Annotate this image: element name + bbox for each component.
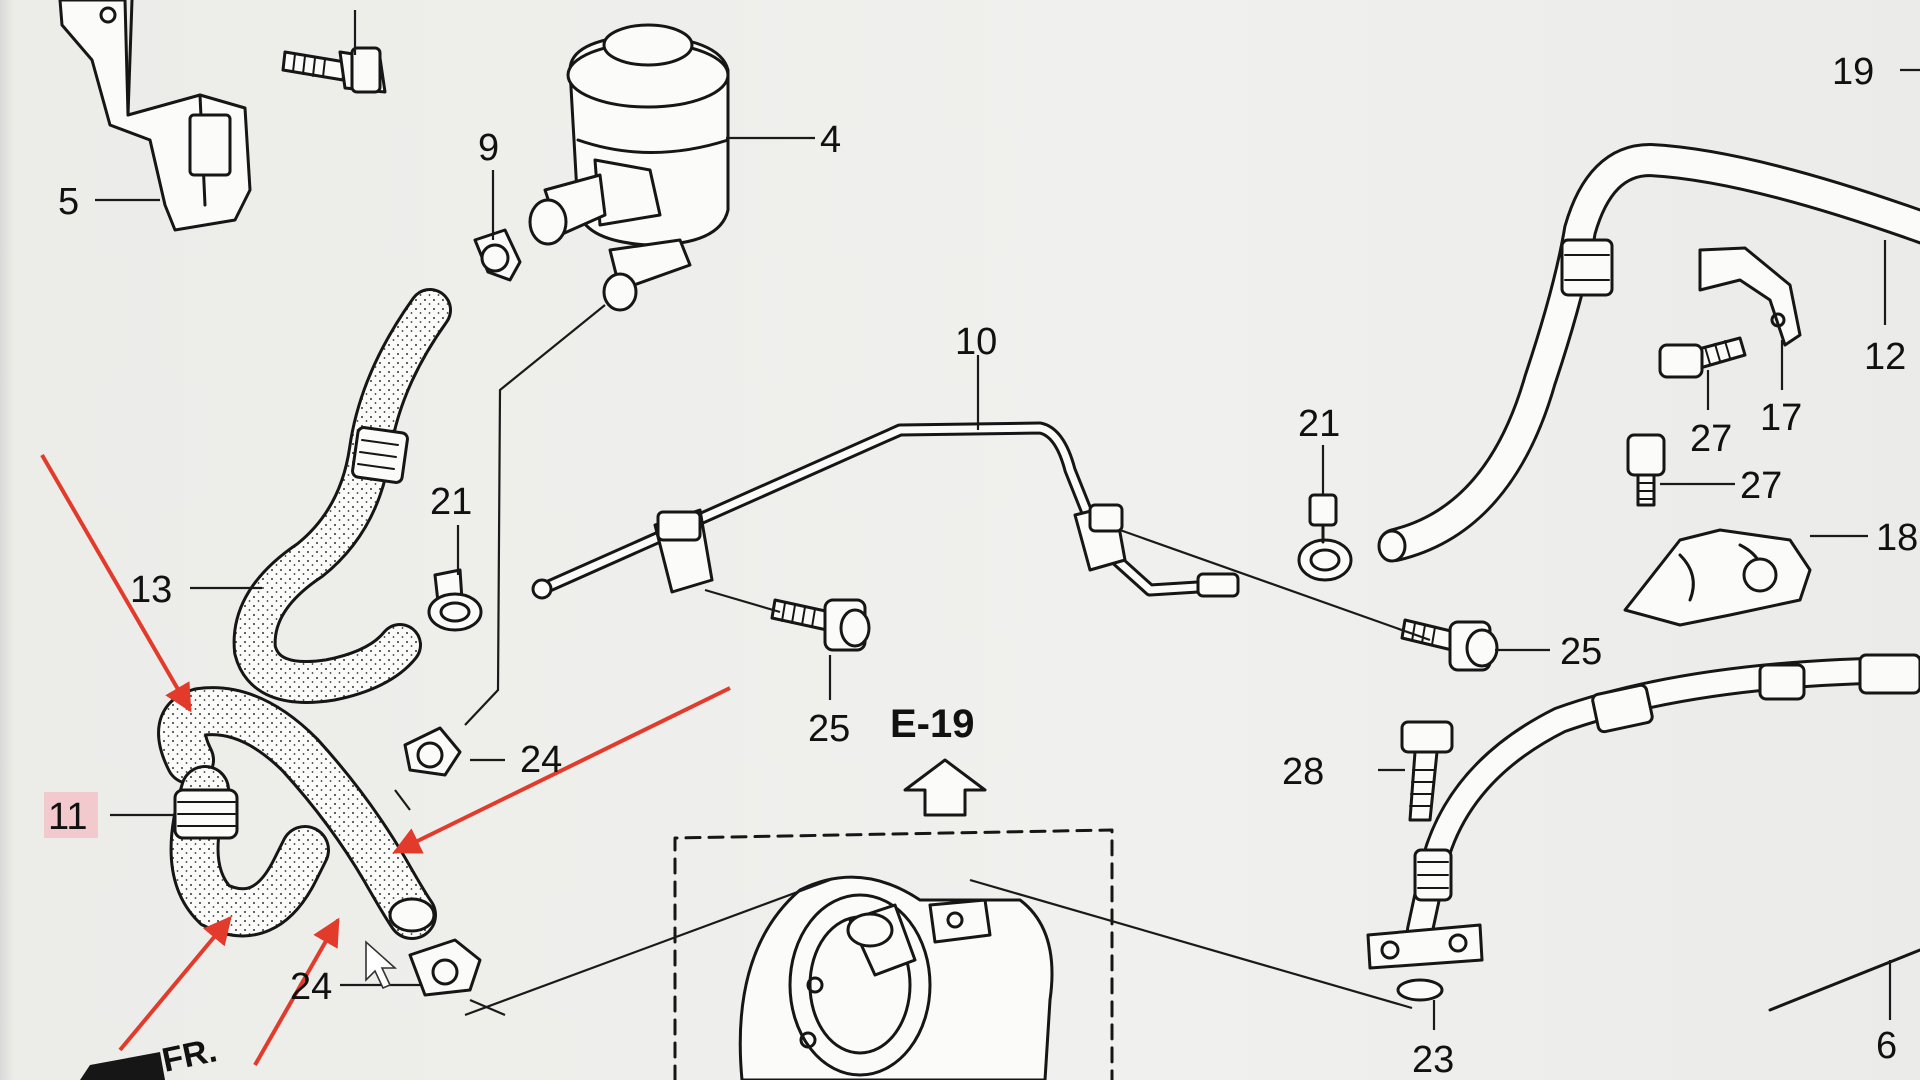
- callout-12: 12: [1864, 336, 1906, 378]
- pump-assembly: [673, 828, 1114, 1080]
- bracket-17: [1698, 246, 1802, 347]
- mouse-cursor-icon: [365, 940, 398, 990]
- reservoir-part: [528, 23, 730, 312]
- clamp-24-upper: [403, 726, 462, 777]
- view-arrow: [903, 758, 987, 817]
- callout-17: 17: [1760, 397, 1802, 439]
- bolt-28: [1400, 720, 1454, 822]
- callout-24-upper: 24: [520, 739, 562, 781]
- callout-11: 11: [48, 796, 87, 838]
- reference-label: E-19: [890, 702, 975, 746]
- clip-part: [473, 228, 522, 282]
- leader-lines: [95, 10, 1920, 1030]
- callout-13: 13: [130, 569, 172, 611]
- callouts: 4 5 9 13 21 24 11 24 10 25 25 21 12 17 2…: [48, 51, 1918, 1080]
- hose-12: [1377, 142, 1920, 563]
- callout-25-right: 25: [1560, 631, 1602, 673]
- callout-24-lower: 24: [290, 966, 332, 1008]
- bolt-25-right: [1400, 618, 1499, 672]
- bolt-part: [281, 46, 387, 94]
- callout-9: 9: [478, 127, 499, 169]
- callout-highlight: [44, 792, 98, 838]
- callout-19: 19: [1832, 51, 1874, 93]
- callout-6: 6: [1876, 1025, 1897, 1067]
- callout-23: 23: [1412, 1039, 1454, 1080]
- bolt-27-lower: [1626, 433, 1666, 507]
- annotation-arrows: [40, 453, 731, 1066]
- callout-21-right: 21: [1298, 403, 1340, 445]
- bolt-25-left: [770, 598, 871, 652]
- hose-11: [157, 686, 437, 940]
- clamp-24-lower: [408, 938, 482, 997]
- callout-27-lower: 27: [1740, 465, 1782, 507]
- callout-27-upper: 27: [1690, 418, 1732, 460]
- clamp-21-right: [1297, 493, 1353, 582]
- hose-13: [232, 288, 452, 704]
- callout-28: 28: [1282, 751, 1324, 793]
- bracket-part: [58, 0, 252, 232]
- callout-4: 4: [820, 119, 841, 161]
- front-direction-marker: FR.: [80, 1031, 220, 1080]
- front-label: FR.: [159, 1031, 220, 1080]
- bracket-18: [1623, 528, 1812, 627]
- callout-21-left: 21: [430, 481, 472, 523]
- hose-6: [1366, 653, 1920, 1012]
- callout-10: 10: [955, 321, 997, 363]
- callout-5: 5: [58, 181, 79, 223]
- callout-25-left: 25: [808, 708, 850, 750]
- clamp-part: [427, 568, 483, 632]
- callout-18: 18: [1876, 517, 1918, 559]
- pipe-10: [531, 421, 1240, 600]
- bolt-27-upper: [1658, 336, 1747, 379]
